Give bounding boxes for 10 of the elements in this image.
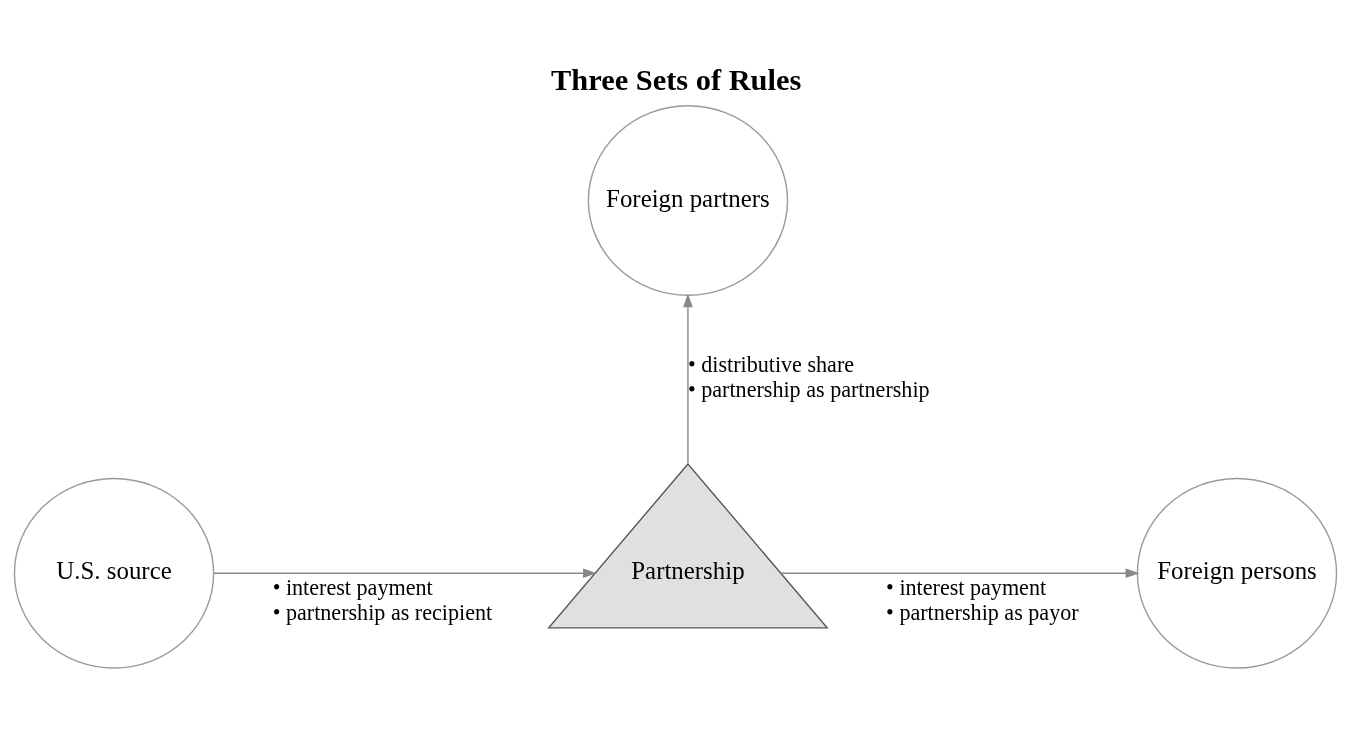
edge-label: • interest payment • partnership as recipient [272,574,493,625]
edge-label: • distributive share • partnership as partnership [687,351,930,402]
node-circle: Foreign partners [587,104,789,296]
diagram-title: Three Sets of Rules [551,62,802,97]
node-circle: Foreign persons [1136,477,1338,669]
arrow [780,567,1140,578]
arrow [683,293,693,465]
arrow [213,567,597,578]
edge-label: • interest payment • partnership as payor [886,574,1079,625]
node-circle: U.S. source [13,477,215,669]
